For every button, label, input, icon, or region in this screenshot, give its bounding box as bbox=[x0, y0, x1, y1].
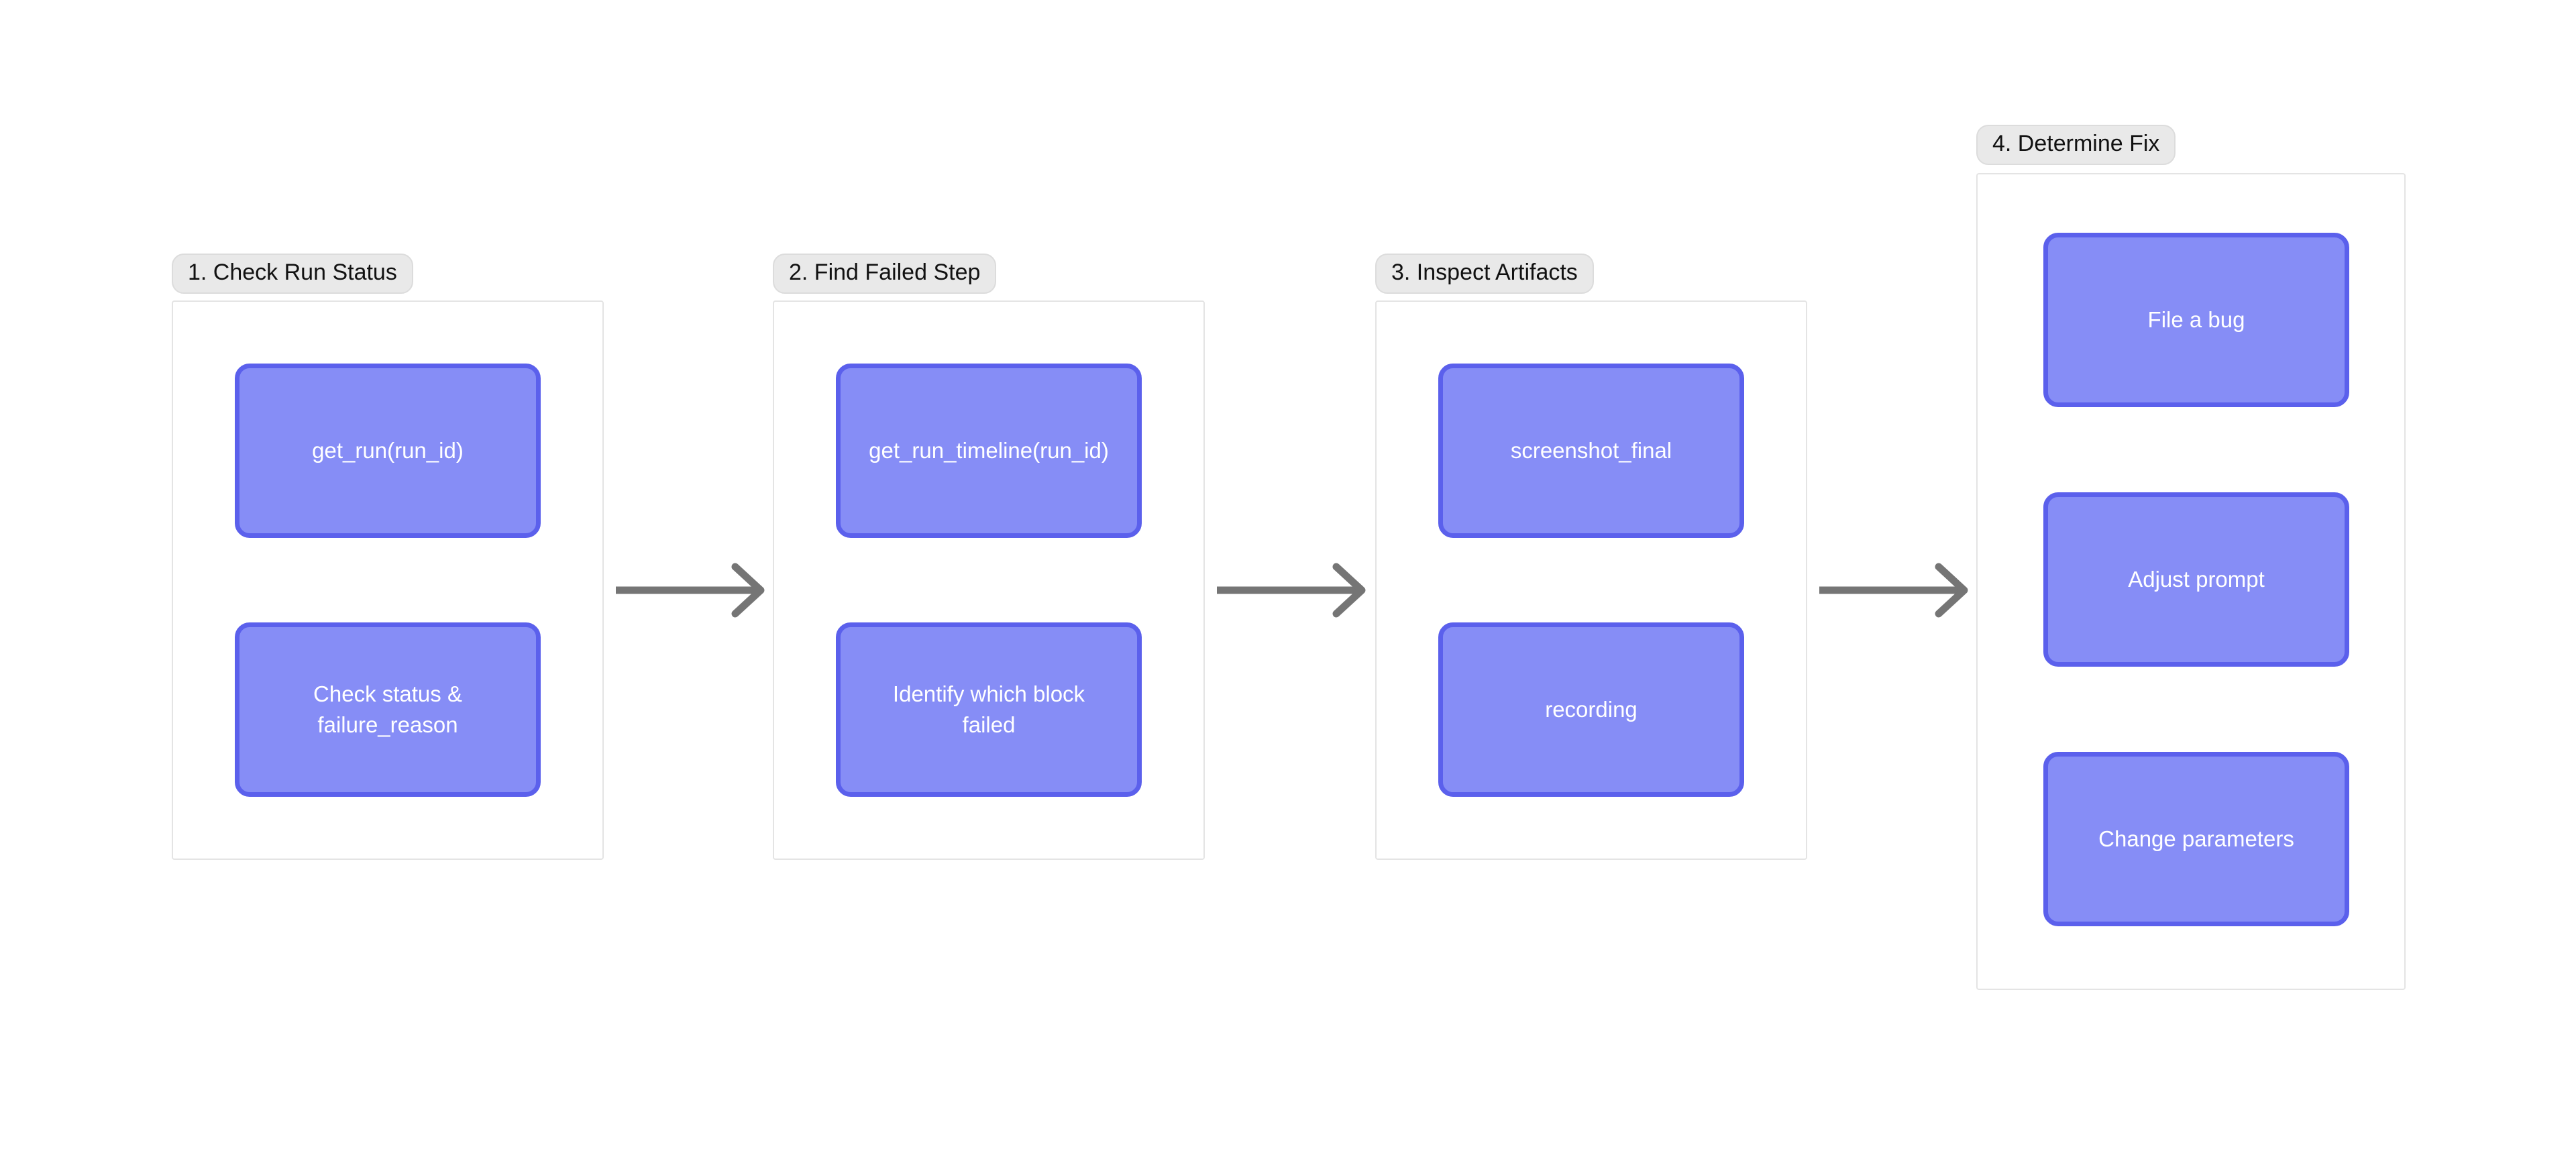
swimlane-2: 2. Find Failed Step get_run_timeline(run… bbox=[773, 254, 1205, 860]
node-file-a-bug[interactable]: File a bug bbox=[2043, 233, 2349, 407]
node-get-run-timeline[interactable]: get_run_timeline(run_id) bbox=[836, 364, 1142, 538]
swimlane-1: 1. Check Run Status get_run(run_id) Chec… bbox=[172, 254, 604, 860]
swimlane-1-label: 1. Check Run Status bbox=[172, 254, 413, 294]
node-adjust-prompt[interactable]: Adjust prompt bbox=[2043, 492, 2349, 667]
swimlane-1-container: get_run(run_id) Check status & failure_r… bbox=[172, 300, 604, 860]
swimlane-4-label: 4. Determine Fix bbox=[1976, 125, 2176, 165]
swimlane-3-container: screenshot_final recording bbox=[1375, 300, 1807, 860]
node-identify-block[interactable]: Identify which block failed bbox=[836, 622, 1142, 797]
node-check-status[interactable]: Check status & failure_reason bbox=[235, 622, 541, 797]
swimlane-4: 4. Determine Fix File a bug Adjust promp… bbox=[1976, 125, 2406, 990]
node-recording[interactable]: recording bbox=[1438, 622, 1744, 797]
swimlane-2-label: 2. Find Failed Step bbox=[773, 254, 997, 294]
swimlane-3: 3. Inspect Artifacts screenshot_final re… bbox=[1375, 254, 1807, 860]
swimlane-4-container: File a bug Adjust prompt Change paramete… bbox=[1976, 173, 2406, 990]
swimlane-3-label: 3. Inspect Artifacts bbox=[1375, 254, 1594, 294]
swimlane-2-container: get_run_timeline(run_id) Identify which … bbox=[773, 300, 1205, 860]
arrow-lane3-to-lane4 bbox=[1819, 563, 1968, 618]
arrow-lane1-to-lane2 bbox=[616, 563, 765, 618]
node-screenshot-final[interactable]: screenshot_final bbox=[1438, 364, 1744, 538]
node-change-parameters[interactable]: Change parameters bbox=[2043, 752, 2349, 926]
arrow-lane2-to-lane3 bbox=[1217, 563, 1366, 618]
node-get-run[interactable]: get_run(run_id) bbox=[235, 364, 541, 538]
